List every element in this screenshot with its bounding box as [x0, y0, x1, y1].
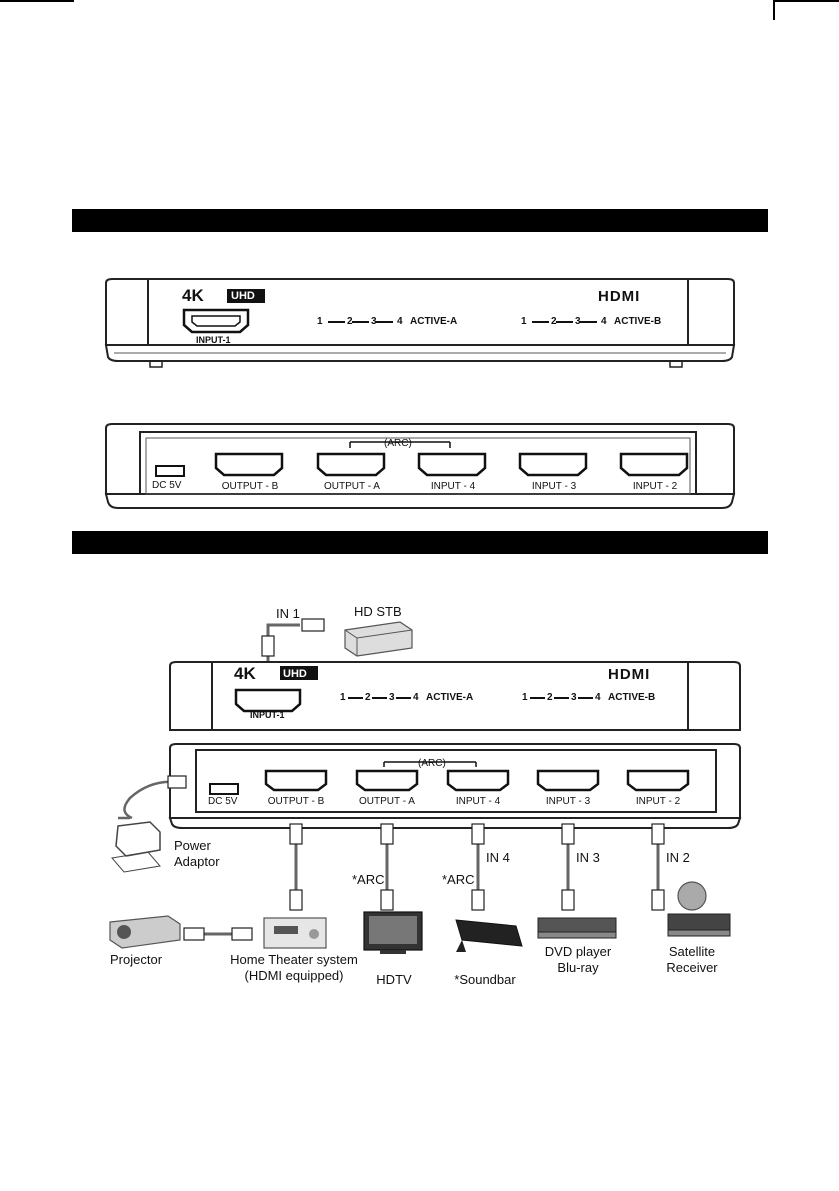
port-input-4: INPUT - 4: [430, 481, 476, 492]
section-bar-connection: [72, 531, 768, 554]
led-a-2-bottom: 2: [365, 692, 371, 703]
dc-5v-label-bottom: DC 5V: [208, 796, 238, 807]
projector-label: Projector: [110, 952, 163, 967]
led-a-2: 2: [347, 316, 353, 327]
led-a-3: 3: [371, 316, 377, 327]
hd-stb-label: HD STB: [354, 604, 402, 619]
input-1-label-bottom: INPUT-1: [250, 710, 285, 720]
logo-uhd-bottom: UHD: [283, 668, 307, 680]
port-input-3: INPUT - 3: [531, 481, 577, 492]
connection-diagram: [109, 618, 742, 954]
led-b-1: 1: [521, 316, 527, 327]
port-output-a: OUTPUT - A: [324, 481, 380, 492]
power-adaptor-line1: Power: [174, 838, 211, 853]
port-output-a-bottom: OUTPUT - A: [359, 796, 415, 807]
section-bar-panels: [72, 209, 768, 232]
crop-mark-vertical: [773, 0, 775, 20]
dvd-line1: DVD player: [544, 944, 612, 959]
home-theater-line2: (HDMI equipped): [244, 968, 344, 983]
port-output-b-bottom: OUTPUT - B: [267, 796, 325, 807]
led-a-4-bottom: 4: [413, 692, 419, 703]
port-input-2: INPUT - 2: [632, 481, 678, 492]
hdmi-logo-bottom: HDMI: [608, 666, 651, 683]
arc-output-a-label: *ARC: [352, 872, 385, 887]
logo-4k-bottom: 4K: [234, 664, 256, 683]
logo-uhd: UHD: [231, 290, 255, 302]
led-a-1-bottom: 1: [340, 692, 346, 703]
led-b-3: 3: [575, 316, 581, 327]
led-a-3-bottom: 3: [389, 692, 395, 703]
in-3-label: IN 3: [576, 850, 600, 865]
port-input-2-bottom: INPUT - 2: [635, 796, 681, 807]
led-b-2-bottom: 2: [547, 692, 553, 703]
crop-mark-left: [0, 0, 74, 2]
led-b-2: 2: [551, 316, 557, 327]
led-a-1: 1: [317, 316, 323, 327]
active-b-label: ACTIVE-B: [614, 316, 662, 327]
led-b-1-bottom: 1: [522, 692, 528, 703]
home-theater-line1: Home Theater system: [230, 952, 358, 967]
in-1-label: IN 1: [276, 606, 300, 621]
active-a-label: ACTIVE-A: [410, 316, 458, 327]
led-b-4: 4: [601, 316, 607, 327]
soundbar-label: *Soundbar: [454, 972, 516, 987]
input-1-label: INPUT-1: [196, 335, 231, 345]
arc-label-bottom: (ARC): [418, 758, 446, 769]
hdmi-logo: HDMI: [598, 288, 641, 305]
power-adaptor-line2: Adaptor: [174, 854, 220, 869]
dc-5v-label: DC 5V: [152, 480, 182, 491]
logo-4k: 4K: [182, 286, 204, 305]
active-b-label-bottom: ACTIVE-B: [608, 692, 656, 703]
port-input-3-bottom: INPUT - 3: [545, 796, 591, 807]
led-b-3-bottom: 3: [571, 692, 577, 703]
port-output-b: OUTPUT - B: [221, 481, 279, 492]
port-input-4-bottom: INPUT - 4: [455, 796, 501, 807]
crop-mark-right: [773, 0, 839, 2]
led-a-4: 4: [397, 316, 403, 327]
front-panel-illustration: [104, 278, 736, 368]
in-2-label: IN 2: [666, 850, 690, 865]
satellite-line1: Satellite: [668, 944, 716, 959]
active-a-label-bottom: ACTIVE-A: [426, 692, 474, 703]
in-4-label: IN 4: [486, 850, 510, 865]
led-b-4-bottom: 4: [595, 692, 601, 703]
hdtv-label: HDTV: [376, 972, 412, 987]
satellite-line2: Receiver: [666, 960, 718, 975]
arc-label: (ARC): [384, 438, 412, 449]
arc-input-4-label: *ARC: [442, 872, 475, 887]
dvd-line2: Blu-ray: [557, 960, 599, 975]
rear-panel-illustration: [104, 423, 736, 509]
